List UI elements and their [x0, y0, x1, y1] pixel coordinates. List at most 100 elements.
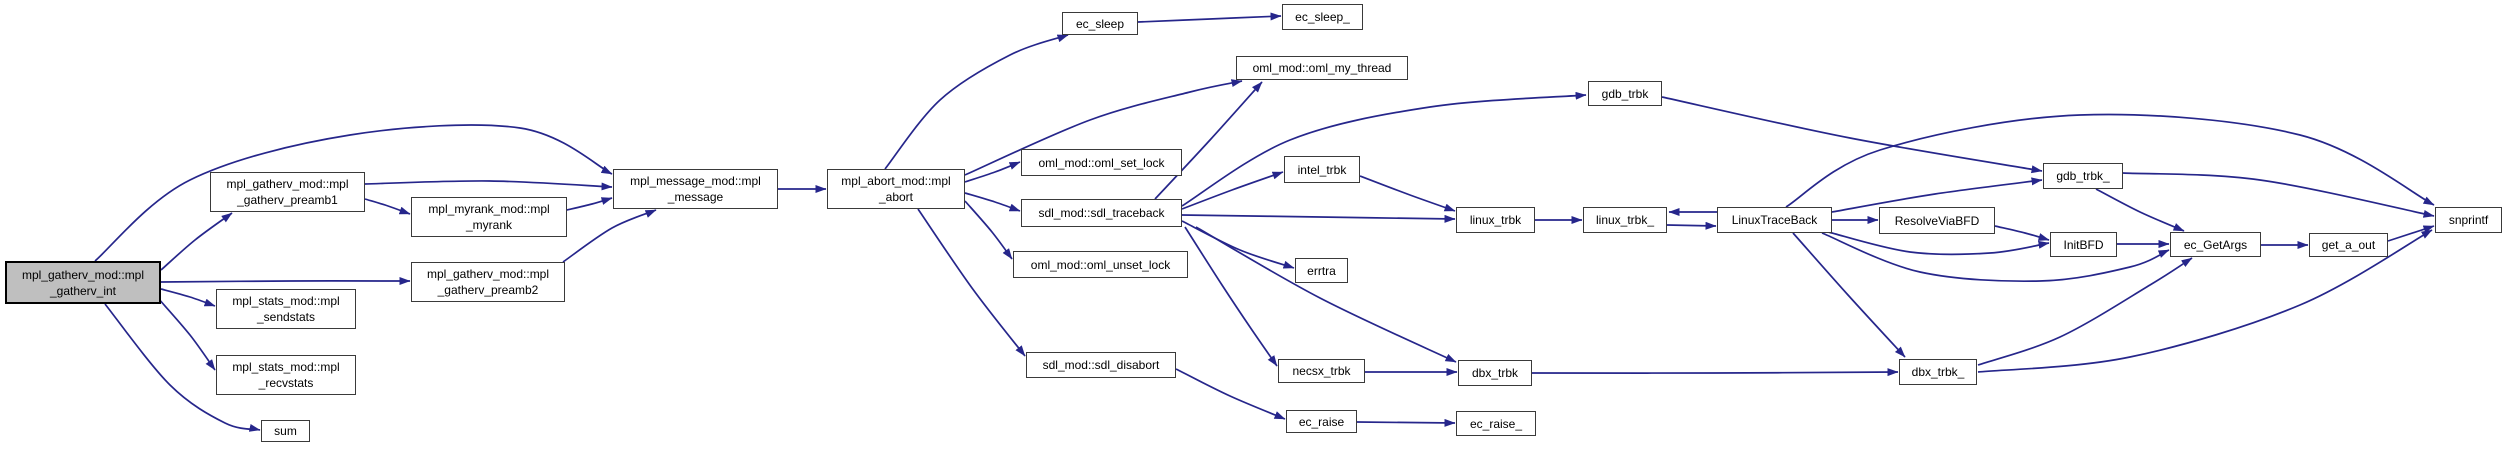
node-label-mpl_message: mpl_message_mod::mpl _message [630, 174, 761, 204]
edge-sdl_traceback-to-necsx_trbk [1184, 226, 1278, 367]
node-linux_trbk_[interactable]: linux_trbk_ [1583, 207, 1667, 233]
node-oml_my_thread[interactable]: oml_mod::oml_my_thread [1236, 56, 1408, 80]
edge-mpl_abort-to-oml_unset_lock [964, 200, 1013, 260]
node-sdl_traceback[interactable]: sdl_mod::sdl_traceback [1021, 199, 1182, 227]
node-LinuxTraceBack[interactable]: LinuxTraceBack [1717, 207, 1832, 233]
node-mpl_gatherv_int[interactable]: mpl_gatherv_mod::mpl _gatherv_int [5, 261, 161, 304]
edge-mpl_abort-to-oml_set_lock [964, 161, 1021, 183]
node-ec_raise[interactable]: ec_raise [1286, 410, 1357, 433]
node-oml_unset_lock[interactable]: oml_mod::oml_unset_lock [1013, 251, 1188, 278]
node-get_a_out[interactable]: get_a_out [2309, 233, 2388, 257]
node-oml_set_lock[interactable]: oml_mod::oml_set_lock [1021, 149, 1182, 176]
node-errtra[interactable]: errtra [1295, 258, 1348, 283]
edge-mpl_gatherv_int-to-sum [104, 303, 261, 432]
node-label-linux_trbk: linux_trbk [1469, 213, 1522, 227]
node-label-oml_unset_lock: oml_mod::oml_unset_lock [1030, 257, 1171, 272]
node-gdb_trbk[interactable]: gdb_trbk [1588, 81, 1662, 106]
node-label-intel_trbk: intel_trbk [1297, 162, 1347, 177]
edge-ec_sleep-to-ec_sleep_ [1137, 12, 1282, 23]
edge-gdb_trbk_-to-snprintf [2122, 172, 2435, 218]
node-intel_trbk[interactable]: intel_trbk [1284, 156, 1360, 183]
edge-dbx_trbk-to-dbx_trbk_ [1531, 368, 1899, 377]
node-label-oml_my_thread: oml_mod::oml_my_thread [1252, 61, 1392, 75]
edge-sdl_traceback-to-errtra [1181, 220, 1295, 269]
node-label-get_a_out: get_a_out [2321, 238, 2376, 252]
edge-LinuxTraceBack-to-ec_GetArgs [1821, 232, 2170, 283]
node-label-errtra: errtra [1307, 263, 1336, 278]
node-label-mpl_gatherv_preamb1: mpl_gatherv_mod::mpl _gatherv_preamb1 [226, 177, 349, 207]
node-linux_trbk[interactable]: linux_trbk [1456, 207, 1535, 233]
node-dbx_trbk_[interactable]: dbx_trbk_ [1899, 359, 1977, 385]
node-label-dbx_trbk_: dbx_trbk_ [1911, 365, 1965, 379]
node-label-mpl_gatherv_int: mpl_gatherv_mod::mpl _gatherv_int [21, 267, 145, 298]
edge-linux_trbk_-to-LinuxTraceBack [1666, 221, 1717, 230]
node-ec_raise_[interactable]: ec_raise_ [1456, 411, 1536, 436]
edge-mpl_gatherv_preamb1-to-mpl_message [364, 180, 613, 191]
node-mpl_gatherv_preamb2[interactable]: mpl_gatherv_mod::mpl _gatherv_preamb2 [411, 262, 565, 302]
edge-LinuxTraceBack-to-snprintf [1785, 113, 2435, 208]
node-label-linux_trbk_: linux_trbk_ [1595, 213, 1655, 227]
edge-mpl_gatherv_int-to-mpl_message [94, 124, 613, 262]
node-mpl_sendstats[interactable]: mpl_stats_mod::mpl _sendstats [216, 289, 356, 329]
edge-layer [94, 12, 2435, 432]
node-dbx_trbk[interactable]: dbx_trbk [1458, 360, 1532, 386]
node-label-ec_sleep: ec_sleep [1075, 16, 1125, 31]
edge-sdl_traceback-to-intel_trbk [1181, 171, 1284, 210]
node-ResolveViaBFD[interactable]: ResolveViaBFD [1879, 207, 1995, 234]
node-label-ec_raise: ec_raise [1298, 414, 1345, 429]
node-ec_sleep_[interactable]: ec_sleep_ [1282, 4, 1363, 30]
node-necsx_trbk[interactable]: necsx_trbk [1278, 359, 1365, 383]
edge-sdl_traceback-to-linux_trbk [1181, 214, 1456, 223]
edge-dbx_trbk_-to-snprintf [1977, 229, 2433, 373]
node-sdl_disabort[interactable]: sdl_mod::sdl_disabort [1026, 352, 1176, 378]
node-ec_GetArgs[interactable]: ec_GetArgs [2170, 232, 2261, 257]
node-label-sum: sum [274, 424, 297, 438]
node-mpl_message[interactable]: mpl_message_mod::mpl _message [613, 169, 778, 209]
node-mpl_recvstats[interactable]: mpl_stats_mod::mpl _recvstats [216, 355, 356, 395]
node-mpl_myrank[interactable]: mpl_myrank_mod::mpl _myrank [411, 197, 567, 237]
node-label-ec_GetArgs: ec_GetArgs [2183, 237, 2248, 252]
edge-mpl_gatherv_int-to-mpl_gatherv_preamb1 [160, 212, 233, 271]
node-InitBFD[interactable]: InitBFD [2050, 232, 2117, 257]
node-label-mpl_sendstats: mpl_stats_mod::mpl _sendstats [232, 294, 340, 324]
node-snprintf[interactable]: snprintf [2435, 207, 2502, 233]
edge-LinuxTraceBack-to-dbx_trbk_ [1792, 232, 1906, 358]
edge-LinuxTraceBack-to-gdb_trbk_ [1831, 177, 2043, 213]
node-label-necsx_trbk: necsx_trbk [1292, 364, 1351, 378]
edge-ResolveViaBFD-to-InitBFD [1994, 225, 2050, 241]
node-label-mpl_myrank: mpl_myrank_mod::mpl _myrank [428, 202, 550, 232]
node-label-ec_raise_: ec_raise_ [1469, 416, 1523, 431]
node-ec_sleep[interactable]: ec_sleep [1062, 12, 1138, 35]
node-label-oml_set_lock: oml_mod::oml_set_lock [1038, 155, 1165, 170]
edge-mpl_abort-to-sdl_traceback [964, 192, 1021, 212]
node-gdb_trbk_[interactable]: gdb_trbk_ [2043, 163, 2123, 189]
node-label-mpl_gatherv_preamb2: mpl_gatherv_mod::mpl _gatherv_preamb2 [426, 267, 550, 297]
edge-mpl_gatherv_int-to-mpl_recvstats [157, 297, 216, 371]
edge-mpl_gatherv_preamb2-to-mpl_message [562, 209, 657, 263]
node-label-InitBFD: InitBFD [2063, 237, 2104, 252]
node-mpl_abort[interactable]: mpl_abort_mod::mpl _abort [827, 169, 965, 209]
node-label-ResolveViaBFD: ResolveViaBFD [1894, 213, 1980, 228]
node-label-dbx_trbk: dbx_trbk [1471, 366, 1519, 380]
node-mpl_gatherv_preamb1[interactable]: mpl_gatherv_mod::mpl _gatherv_preamb1 [210, 172, 365, 212]
edge-get_a_out-to-snprintf [2387, 225, 2435, 242]
edge-mpl_abort-to-oml_my_thread [964, 79, 1243, 176]
edge-sdl_traceback-to-dbx_trbk [1195, 226, 1457, 363]
edge-mpl_abort-to-sdl_disabort [917, 208, 1026, 357]
edge-mpl_gatherv_int-to-mpl_sendstats [160, 288, 216, 307]
node-label-mpl_abort: mpl_abort_mod::mpl _abort [841, 174, 951, 204]
node-label-gdb_trbk_: gdb_trbk_ [2056, 169, 2110, 183]
node-label-snprintf: snprintf [2448, 213, 2489, 227]
node-sum[interactable]: sum [261, 420, 310, 442]
edge-mpl_abort-to-ec_sleep [884, 34, 1069, 170]
node-label-mpl_recvstats: mpl_stats_mod::mpl _recvstats [232, 360, 340, 390]
node-label-gdb_trbk: gdb_trbk [1601, 86, 1649, 101]
edge-sdl_traceback-to-gdb_trbk [1181, 91, 1587, 207]
edge-ec_raise-to-ec_raise_ [1356, 418, 1456, 427]
node-label-LinuxTraceBack: LinuxTraceBack [1731, 213, 1818, 227]
node-label-sdl_traceback: sdl_mod::sdl_traceback [1038, 206, 1165, 220]
edge-mpl_myrank-to-mpl_message [566, 197, 613, 211]
edge-mpl_gatherv_preamb1-to-mpl_myrank [364, 198, 411, 215]
edge-gdb_trbk_-to-ec_GetArgs [2095, 188, 2185, 232]
